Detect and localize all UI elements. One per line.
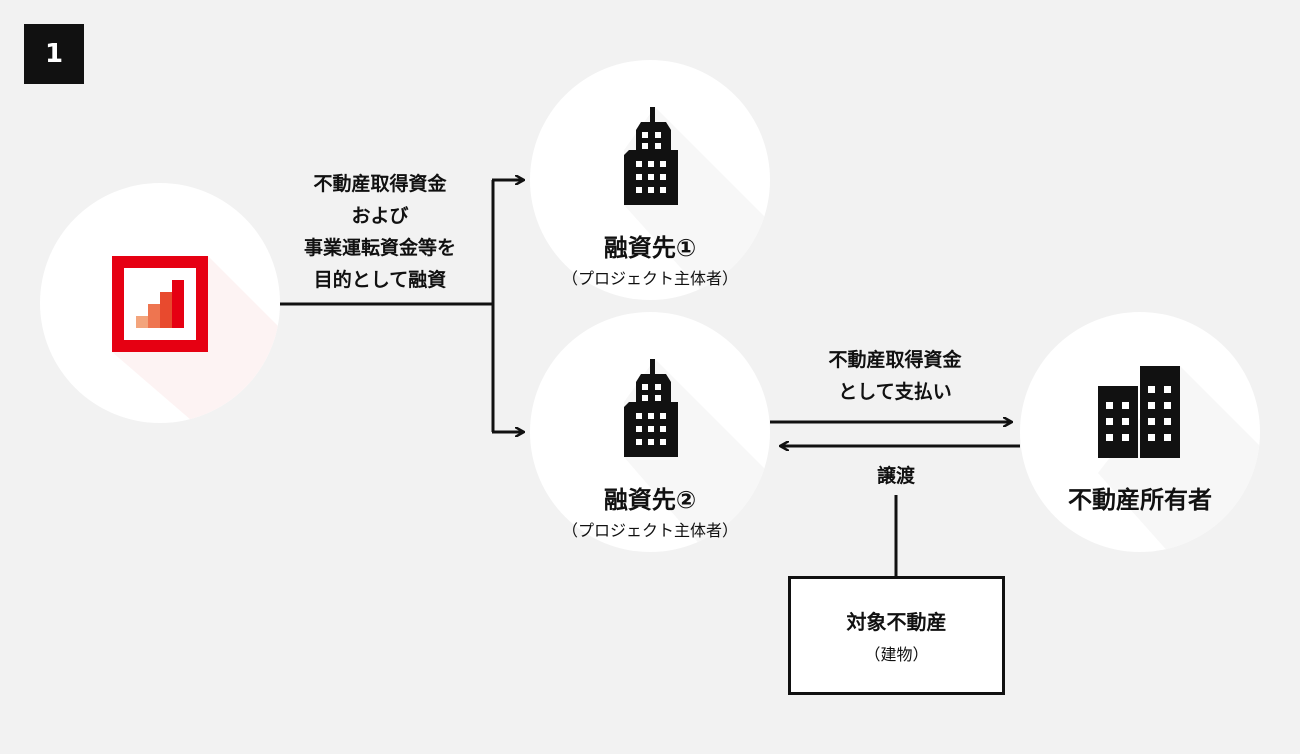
payment-label: 不動産取得資金 として支払い bbox=[780, 344, 1010, 408]
loan-purpose-label: 不動産取得資金 および 事業運転資金等を 目的として融資 bbox=[270, 168, 490, 296]
property-box: 対象不動産 （建物） bbox=[788, 576, 1005, 695]
borrower1-label: 融資先① （プロジェクト主体者） bbox=[530, 228, 770, 289]
property-sub: （建物） bbox=[864, 645, 929, 664]
lender-logo-icon bbox=[112, 256, 208, 352]
buildings-icon bbox=[1098, 366, 1180, 458]
borrower2-name: 融資先② bbox=[603, 486, 697, 514]
label-line: 目的として融資 bbox=[313, 269, 447, 291]
label-line: 不動産取得資金 bbox=[313, 173, 447, 195]
step-badge: 1 bbox=[24, 24, 84, 84]
borrower2-label: 融資先② （プロジェクト主体者） bbox=[530, 480, 770, 541]
transfer-label: 譲渡 bbox=[876, 465, 915, 487]
borrower1-sub: （プロジェクト主体者） bbox=[561, 269, 738, 288]
building-icon bbox=[624, 107, 678, 205]
label-line: および bbox=[351, 205, 409, 227]
borrower2-sub: （プロジェクト主体者） bbox=[561, 521, 738, 540]
property-name: 対象不動産 bbox=[846, 610, 947, 634]
label-line: 不動産取得資金 bbox=[828, 349, 962, 371]
building-icon bbox=[624, 359, 678, 457]
label-line: として支払い bbox=[838, 381, 952, 403]
borrower1-name: 融資先① bbox=[603, 234, 697, 262]
loan-connector bbox=[280, 180, 523, 432]
owner-name: 不動産所有者 bbox=[1068, 486, 1212, 514]
label-line: 事業運転資金等を bbox=[303, 237, 456, 259]
